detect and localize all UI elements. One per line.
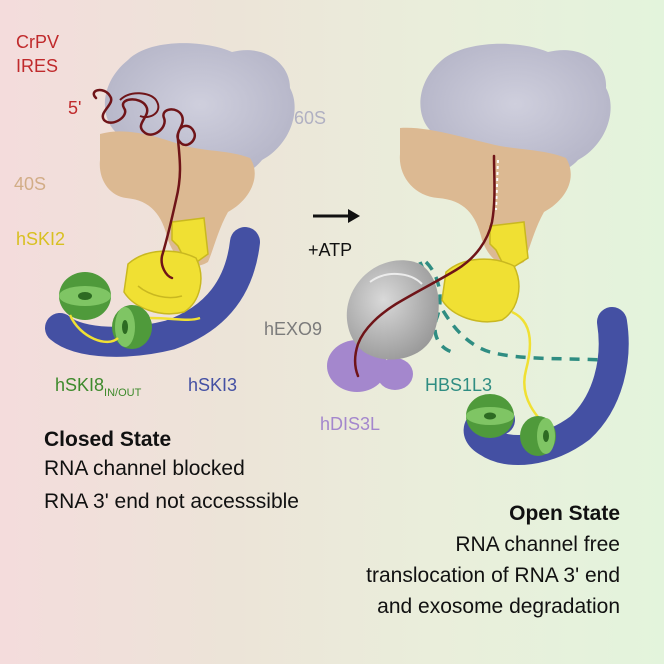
atp-label: +ATP (308, 240, 353, 260)
open-state-line1: RNA channel free (455, 533, 620, 556)
open-hexo9-protein (346, 260, 439, 360)
open-state-line3: and exosome degradation (377, 595, 620, 618)
ribosome-60s-label: 60S (294, 108, 327, 128)
closed-state-line2: RNA 3' end not accesssible (44, 490, 299, 513)
closed-ires-rna (92, 88, 197, 280)
closed-state-title: Closed State (44, 428, 172, 451)
atp-arrow (313, 209, 360, 223)
hski8-label-text: hSKI8 (55, 375, 105, 395)
hbs1l3-label: HBS1L3 (425, 375, 493, 395)
closed-hski8-complex (59, 272, 201, 349)
open-ires-rna (353, 154, 496, 378)
open-hski8-complex (466, 394, 556, 456)
ribosome-40s-label: 40S (14, 174, 47, 194)
hski8-label: hSKI8IN/OUT (55, 376, 141, 399)
closed-hski3-protein (45, 227, 260, 357)
ires-label-line1: CrPV (16, 32, 60, 52)
hdis3l-label: hDIS3L (320, 414, 381, 434)
hski3-label: hSKI3 (188, 375, 238, 395)
hski2-label: hSKI2 (16, 229, 66, 249)
open-ribosome-40s (399, 127, 571, 266)
ires-label-line2: IRES (16, 56, 59, 76)
hski8-label-subscript: IN/OUT (104, 387, 142, 399)
closed-state-line1: RNA channel blocked (44, 457, 245, 480)
open-state-title: Open State (509, 502, 620, 525)
closed-hski2-protein (123, 217, 209, 315)
five-prime-label: 5' (68, 98, 82, 118)
hexo9-label: hEXO9 (264, 319, 323, 339)
open-state-line2: translocation of RNA 3' end (366, 564, 620, 587)
